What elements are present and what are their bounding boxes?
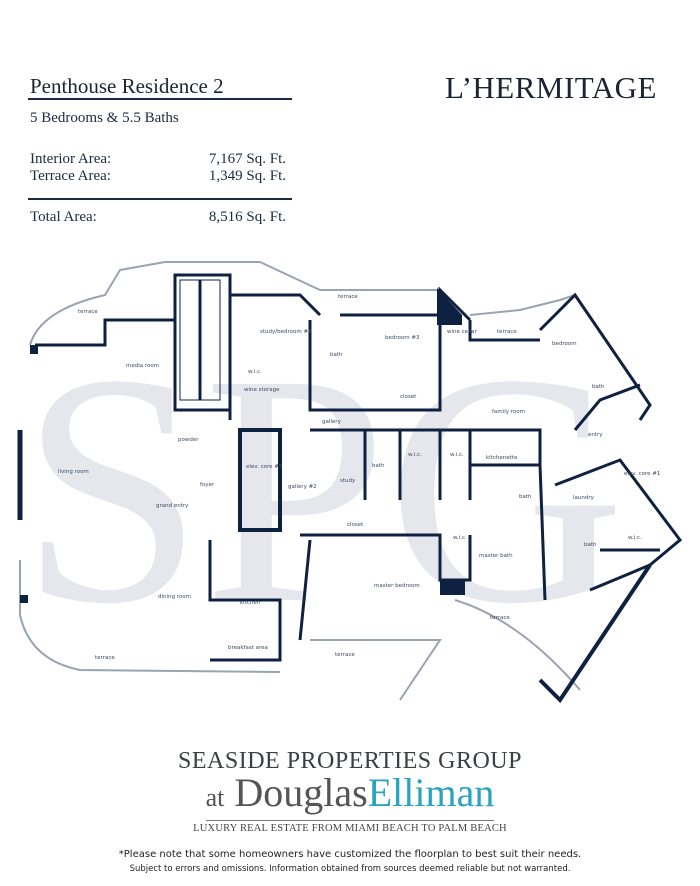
room-label: w.i.c. xyxy=(248,369,262,375)
unit-title: Penthouse Residence 2 xyxy=(30,74,224,98)
room-label: gallery #2 xyxy=(288,484,317,490)
room-label: study xyxy=(340,478,356,484)
interior-area-value: 7,167 Sq. Ft. xyxy=(208,151,286,167)
room-label: bedroom xyxy=(552,341,577,347)
room-label: w.i.c. xyxy=(408,452,422,458)
brokerage-logo: SEASIDE PROPERTIES GROUP at DouglasEllim… xyxy=(0,748,700,834)
room-label: dining room xyxy=(158,594,191,600)
room-label: terrace xyxy=(335,652,355,658)
room-label: bath xyxy=(519,494,532,500)
room-label: w.i.c. xyxy=(453,535,467,541)
logo-douglas: Douglas xyxy=(234,770,368,815)
room-label: elev. core #1 xyxy=(624,471,660,477)
logo-divider xyxy=(206,820,494,821)
room-label: grand entry xyxy=(156,503,189,509)
room-label: master bath xyxy=(479,553,513,559)
watermark-text: SPG xyxy=(20,307,625,672)
walls xyxy=(17,273,683,704)
total-area-value: 8,516 Sq. Ft. xyxy=(208,209,286,225)
room-label: wine cellar xyxy=(447,329,477,335)
room-label: family room xyxy=(492,409,525,415)
total-area-label: Total Area: xyxy=(30,209,97,225)
interior-area-row: Interior Area: 7,167 Sq. Ft. xyxy=(30,151,286,168)
room-label: terrace xyxy=(95,655,115,661)
terrace-outlines xyxy=(19,261,581,701)
room-label: media room xyxy=(126,363,159,369)
room-label: powder xyxy=(178,437,199,443)
bed-bath-count: 5 Bedrooms & 5.5 Baths xyxy=(30,110,179,126)
disclaimer-line-2: Subject to errors and omissions. Informa… xyxy=(129,864,571,874)
title-divider xyxy=(28,98,292,100)
terrace-area-label: Terrace Area: xyxy=(30,168,111,184)
room-label: bath xyxy=(372,463,385,469)
room-label: w.i.c. xyxy=(450,452,464,458)
room-label: closet xyxy=(347,522,364,528)
disclaimer-line-1: *Please note that some homeowners have c… xyxy=(118,849,582,860)
watermark: SPG xyxy=(20,307,625,672)
terrace-area-row: Terrace Area: 1,349 Sq. Ft. xyxy=(30,168,286,185)
room-label: terrace xyxy=(490,615,510,621)
logo-at: at xyxy=(205,783,225,812)
stairs xyxy=(179,279,221,401)
room-label: w.i.c. xyxy=(628,535,642,541)
room-labels: terrace terrace study/bedroom #4 bath be… xyxy=(58,294,660,661)
room-label: living room xyxy=(58,469,89,475)
logo-elliman: Elliman xyxy=(367,770,495,815)
total-area-row: Total Area: 8,516 Sq. Ft. xyxy=(30,209,286,226)
room-label: foyer xyxy=(200,482,215,488)
area-divider xyxy=(28,198,292,200)
room-label: laundry xyxy=(573,495,595,501)
room-label: bath xyxy=(584,542,597,548)
room-label: closet xyxy=(400,394,417,400)
room-label: terrace xyxy=(497,329,517,335)
room-label: terrace xyxy=(78,309,98,315)
logo-wordmark: at DouglasElliman xyxy=(0,773,700,818)
solid-columns xyxy=(20,288,465,603)
room-label: breakfast area xyxy=(228,645,268,651)
room-label: study/bedroom #4 xyxy=(260,329,312,335)
room-label: bedroom #3 xyxy=(385,335,420,341)
room-label: kitchenette xyxy=(486,455,518,461)
room-label: gallery xyxy=(322,419,342,425)
logo-group-name: SEASIDE PROPERTIES GROUP xyxy=(178,748,522,774)
room-label: elev. core #3 xyxy=(246,464,283,470)
room-label: entry xyxy=(588,432,603,438)
room-label: kitchen xyxy=(240,600,261,606)
building-name: L’HERMITAGE xyxy=(445,70,657,105)
room-label: master bedroom xyxy=(374,583,420,589)
room-label: bath xyxy=(330,352,343,358)
floor-plan: SPG terrace xyxy=(17,261,683,704)
terrace-area-value: 1,349 Sq. Ft. xyxy=(208,168,286,184)
room-label: terrace xyxy=(338,294,358,300)
logo-tagline: LUXURY REAL ESTATE FROM MIAMI BEACH TO P… xyxy=(193,823,507,834)
room-label: wine storage xyxy=(244,387,280,393)
room-label: bath xyxy=(592,384,605,390)
interior-area-label: Interior Area: xyxy=(30,151,112,167)
